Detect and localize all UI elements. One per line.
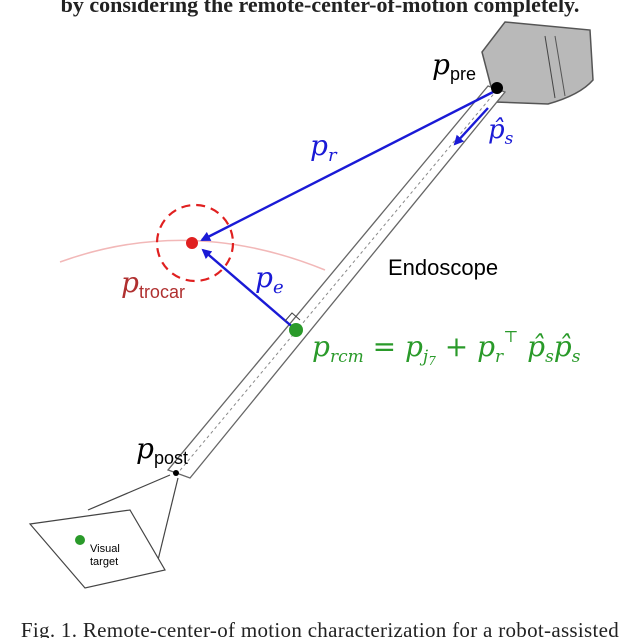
label-p-post: ppost — [136, 432, 188, 468]
label-p-r: pr — [310, 129, 338, 166]
p-pre-point — [491, 82, 503, 94]
figure-caption: Fig. 1. Remote-center-of motion characte… — [0, 618, 640, 638]
label-endoscope: Endoscope — [388, 255, 498, 280]
trocar-circle — [155, 203, 235, 283]
p-e-vector — [201, 248, 297, 331]
p-r-vector — [200, 88, 498, 242]
robot-holder-hatch-1 — [544, 35, 556, 99]
label-p-pre: ppre — [432, 48, 476, 84]
label-s-hat: p̂s — [488, 115, 514, 149]
robot-holder-hatch-2 — [554, 35, 566, 97]
label-rcm-formula: prcm = pj7 + pr⊤ p̂sp̂s — [312, 327, 581, 368]
p-post-point — [173, 470, 179, 476]
visual-target-dot — [75, 535, 85, 545]
visual-target-plane — [28, 509, 166, 589]
view-cone-right — [157, 477, 179, 561]
endoscope-centerline — [176, 89, 498, 475]
label-visual: Visual — [90, 543, 120, 555]
label-p-trocar: ptrocar — [121, 266, 185, 302]
caption-text: Fig. 1. Remote-center-of motion characte… — [20, 618, 620, 638]
robot-holder — [481, 21, 594, 105]
label-p-e: pe — [255, 261, 284, 298]
header-text: by considering the remote-center-of-moti… — [60, 0, 580, 17]
p-rcm-point — [289, 323, 303, 337]
label-target: target — [90, 556, 118, 568]
trocar-point — [186, 237, 198, 249]
right-angle-mark — [284, 312, 301, 322]
s-hat-vector — [453, 107, 489, 146]
header-text-fragment: by considering the remote-center-of-moti… — [0, 0, 640, 26]
view-cone-left — [87, 474, 171, 511]
